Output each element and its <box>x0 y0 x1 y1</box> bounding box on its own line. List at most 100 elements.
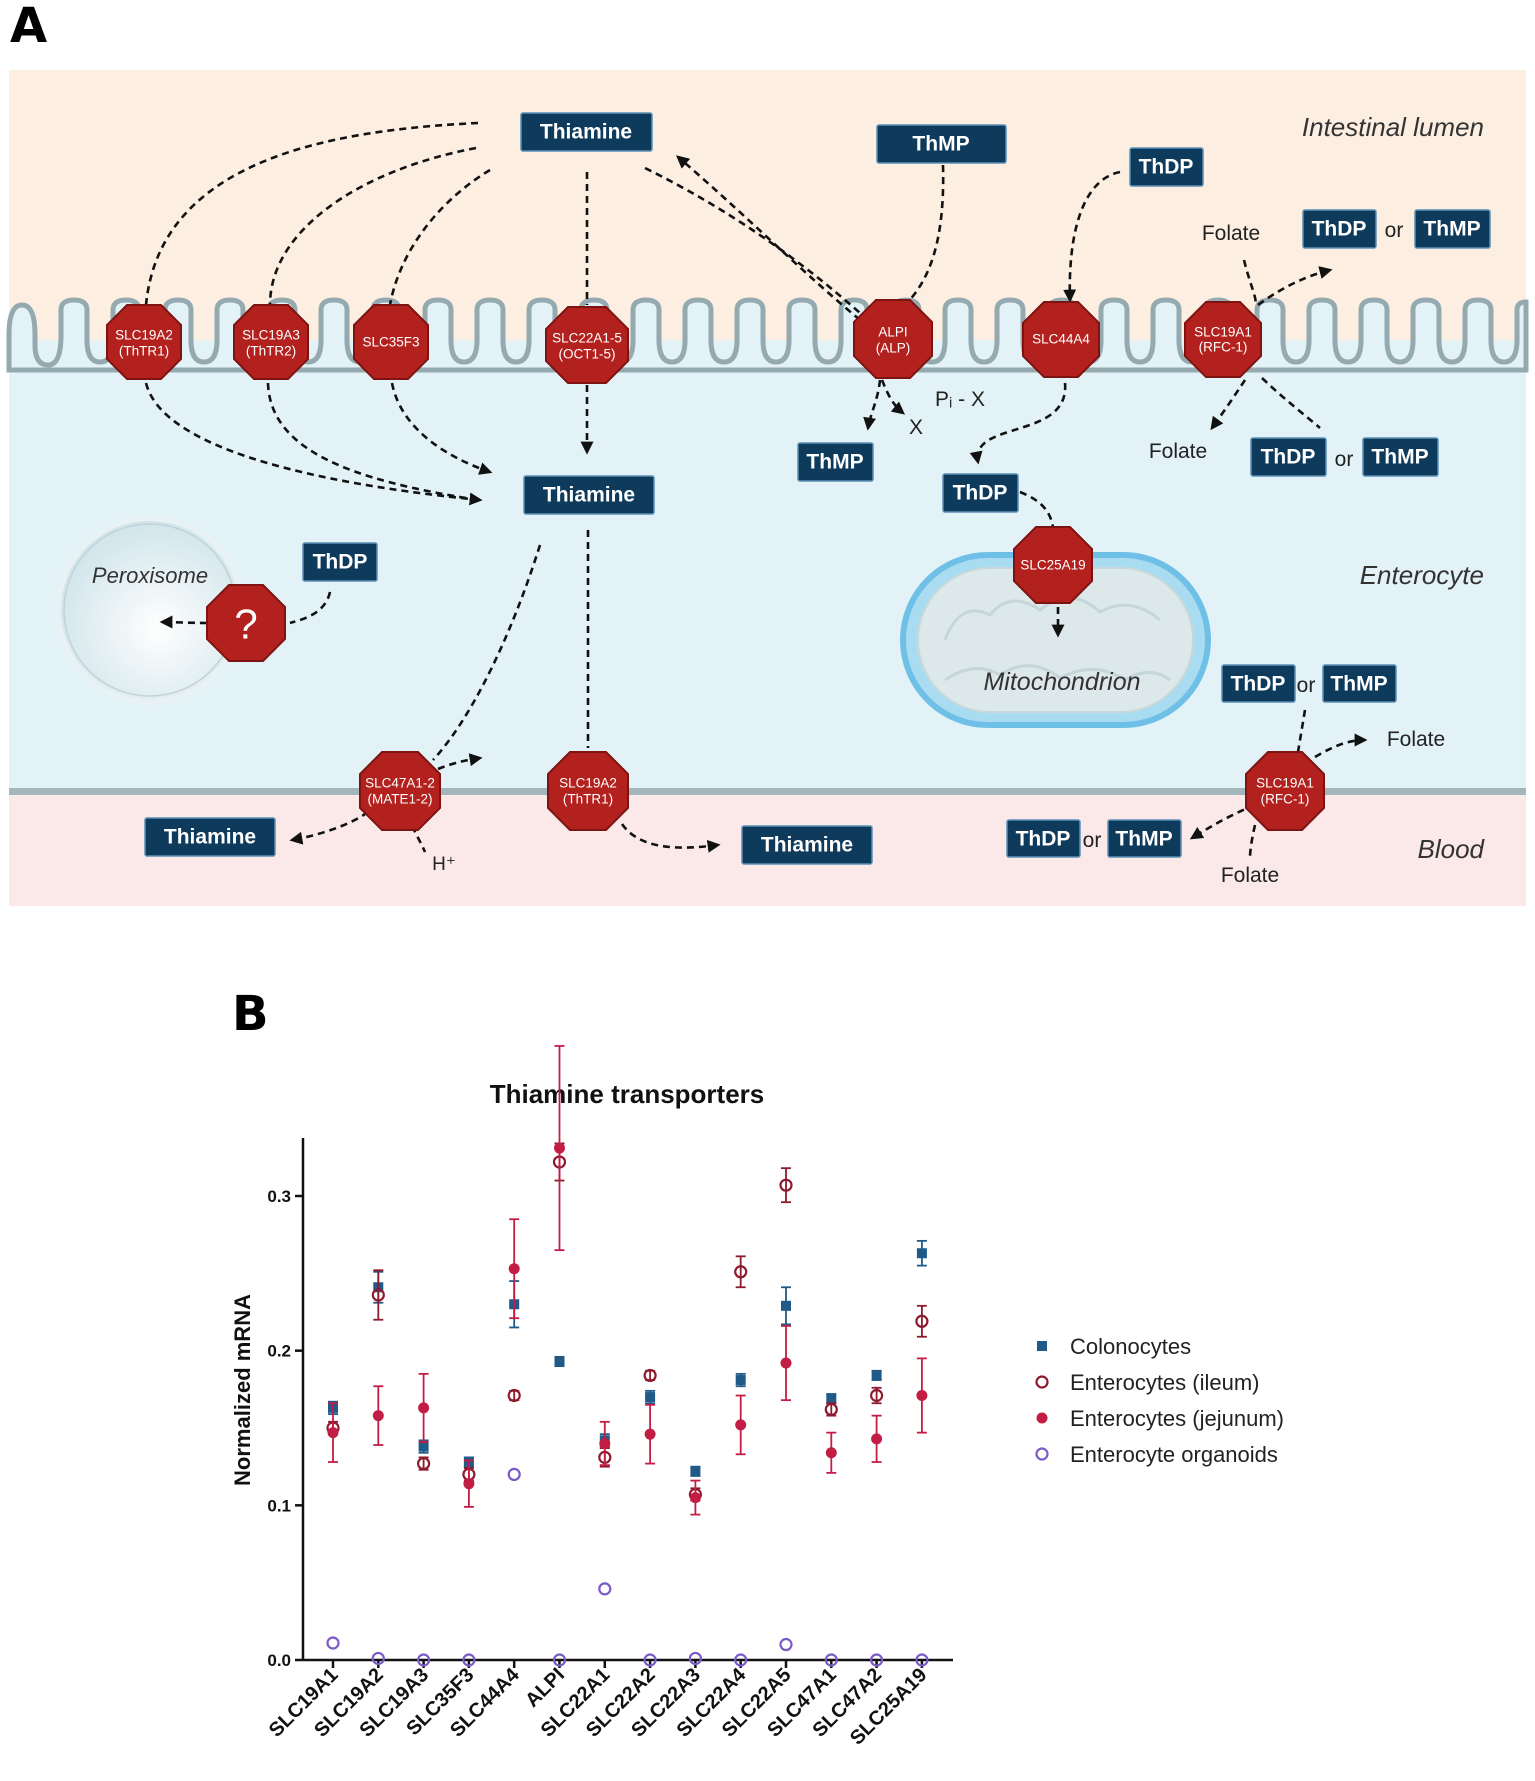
data-point-filled-circle <box>463 1478 475 1490</box>
svg-text:SLC22A1-5: SLC22A1-5 <box>552 331 622 346</box>
svg-text:SLC19A2: SLC19A2 <box>559 776 617 791</box>
svg-text:SLC19A2: SLC19A2 <box>115 328 173 343</box>
svg-text:ThDP: ThDP <box>1312 218 1367 241</box>
box-thdp-enterocyte: ThDP <box>942 473 1019 513</box>
transporter-slc19a1-apical: SLC19A1 (RFC-1) <box>1184 301 1262 378</box>
data-point-square <box>781 1300 791 1311</box>
svg-text:(OCT1-5): (OCT1-5) <box>559 347 616 362</box>
svg-text:(ThTR1): (ThTR1) <box>119 344 169 359</box>
folate-label-enterocyte: Folate <box>1149 440 1207 463</box>
legend-label: Colonocytes <box>1070 1334 1191 1359</box>
legend-marker <box>1036 1412 1048 1424</box>
svg-text:Thiamine: Thiamine <box>540 121 632 144</box>
svg-text:(ThTR1): (ThTR1) <box>563 792 613 807</box>
box-thmp-lumen-out: ThMP <box>1414 209 1491 249</box>
transporter-slc47a1-2: SLC47A1-2 (MATE1-2) <box>359 751 441 831</box>
legend-label: Enterocyte organoids <box>1070 1442 1278 1467</box>
pi-x-label: Pᵢ - X <box>935 388 985 411</box>
svg-text:ThDP: ThDP <box>1016 828 1071 851</box>
chart-y-axis-label: Normalized mRNA <box>230 1294 255 1486</box>
svg-text:ThDP: ThDP <box>1261 446 1316 469</box>
box-thdp-enterocyte-in: ThDP <box>1250 437 1327 477</box>
box-thmp-blood: ThMP <box>1107 819 1182 858</box>
box-thmp-enterocyte: ThMP <box>797 442 874 482</box>
data-point-open-circle <box>507 1388 521 1403</box>
svg-text:SLC47A1-2: SLC47A1-2 <box>365 776 435 791</box>
data-point-open-circle <box>417 1456 431 1471</box>
svg-text:ThMP: ThMP <box>1330 673 1387 696</box>
data-point-open-circle <box>869 1388 884 1403</box>
svg-text:SLC19A1: SLC19A1 <box>1194 325 1252 340</box>
data-point-square <box>826 1393 837 1404</box>
legend-label: Enterocytes (ileum) <box>1070 1370 1260 1395</box>
data-point-open-circle <box>688 1651 703 1666</box>
y-tick-label: 0.1 <box>267 1496 291 1515</box>
data-point-open-circle <box>598 1582 612 1596</box>
svg-text:ThMP: ThMP <box>1115 828 1172 851</box>
data-point-open-circle <box>824 1402 838 1417</box>
box-thdp-blood: ThDP <box>1006 819 1081 858</box>
svg-text:(RFC-1): (RFC-1) <box>1199 340 1248 355</box>
data-point-square <box>418 1441 429 1452</box>
y-tick-label: 0.0 <box>267 1651 291 1670</box>
data-point-filled-circle <box>916 1390 928 1402</box>
svg-text:(MATE1-2): (MATE1-2) <box>367 792 432 807</box>
or-label-blood: or <box>1083 829 1102 852</box>
data-point-open-circle <box>371 1651 385 1666</box>
data-point-filled-circle <box>599 1437 611 1449</box>
data-point-filled-circle <box>418 1402 430 1414</box>
y-tick-label: 0.3 <box>267 1187 291 1206</box>
box-thiamine-blood-left: Thiamine <box>144 817 276 857</box>
svg-text:SLC19A3: SLC19A3 <box>242 328 300 343</box>
data-point-open-circle <box>462 1653 476 1667</box>
y-tick-label: 0.2 <box>267 1342 291 1361</box>
pathway-arrows <box>144 121 1368 859</box>
svg-text:ThMP: ThMP <box>912 133 969 156</box>
svg-text:(ALP): (ALP) <box>876 341 911 356</box>
region-label-enterocyte: Enterocyte <box>1360 560 1484 590</box>
svg-text:ThDP: ThDP <box>953 482 1008 505</box>
data-point-open-circle <box>779 1637 793 1652</box>
folate-label-lumen: Folate <box>1202 222 1260 245</box>
data-point-open-circle <box>734 1265 748 1279</box>
data-point-open-circle <box>915 1653 929 1667</box>
data-point-filled-circle <box>508 1263 520 1275</box>
legend-marker <box>1035 1447 1049 1461</box>
chart-title: Thiamine transporters <box>490 1079 765 1109</box>
data-point-filled-circle <box>644 1428 656 1440</box>
transporter-unknown-peroxisome: ? <box>206 584 286 662</box>
or-label-enterocyte: or <box>1335 448 1354 471</box>
data-point-filled-circle <box>780 1357 792 1369</box>
enzyme-alpi: ALPI (ALP) <box>853 299 933 379</box>
panel-b-letter: B <box>232 986 269 1042</box>
chart: Thiamine transporters Normalized mRNA 0.… <box>230 1045 1284 1749</box>
transporter-slc22a1-5: SLC22A1-5 (OCT1-5) <box>545 306 629 384</box>
or-label-basal: or <box>1297 674 1316 697</box>
region-label-blood: Blood <box>1418 834 1486 864</box>
svg-text:SLC19A1: SLC19A1 <box>1256 776 1314 791</box>
transporter-slc44a4: SLC44A4 <box>1022 301 1100 378</box>
data-point-filled-circle <box>554 1142 565 1154</box>
panel-a-letter: A <box>10 0 47 54</box>
box-thdp-peroxisome: ThDP <box>302 542 378 582</box>
mitochondrion: Mitochondrion <box>900 552 1211 728</box>
svg-text:Thiamine: Thiamine <box>164 826 256 849</box>
svg-text:SLC44A4: SLC44A4 <box>1032 332 1090 347</box>
chart-marks <box>326 1045 929 1667</box>
or-label-lumen: or <box>1385 219 1404 242</box>
data-point-open-circle <box>779 1178 793 1192</box>
data-point-open-circle <box>507 1467 521 1482</box>
svg-text:ThDP: ThDP <box>1231 673 1286 696</box>
data-point-open-circle <box>915 1314 929 1328</box>
svg-text:?: ? <box>234 601 257 648</box>
mitochondrion-label: Mitochondrion <box>983 668 1140 696</box>
box-thiamine-blood-right: Thiamine <box>741 825 873 865</box>
box-thiamine-lumen: Thiamine <box>520 112 653 152</box>
data-point-open-circle <box>643 1653 657 1667</box>
data-point-square <box>916 1248 927 1259</box>
transporter-slc19a1-basolateral: SLC19A1 (RFC-1) <box>1245 751 1325 831</box>
data-point-square <box>645 1392 656 1403</box>
svg-text:ThMP: ThMP <box>1371 446 1428 469</box>
x-label-1: X <box>909 416 923 439</box>
data-point-open-circle <box>552 1653 567 1667</box>
